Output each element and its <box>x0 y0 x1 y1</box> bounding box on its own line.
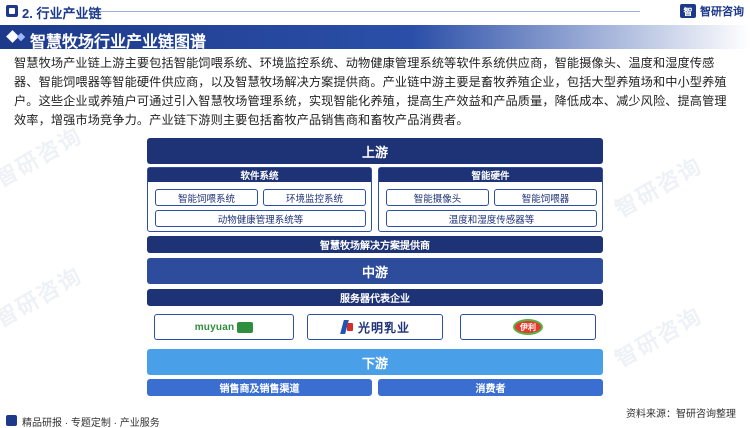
reps-bar: 服务器代表企业 <box>147 289 603 306</box>
footer-logo-icon <box>6 415 17 426</box>
top-bar: 2. 行业产业链 智 智研咨询 <box>0 0 750 22</box>
midstream-bar: 中游 <box>147 258 603 284</box>
consumers-label: 消费者 <box>475 384 506 395</box>
software-panel-head: 软件系统 <box>148 168 371 182</box>
guangming-mark-icon <box>340 320 354 334</box>
title-band: 智慧牧场行业产业链图谱 <box>0 25 750 51</box>
sellers-label: 销售商及销售渠道 <box>219 384 300 395</box>
downstream-bar: 下游 <box>147 349 603 375</box>
muyuan-mark-icon <box>237 321 254 333</box>
company-logos: muyuan 光明乳业 伊利 <box>147 307 603 347</box>
brand-name: 智研咨询 <box>700 6 744 18</box>
upstream-bar: 上游 <box>147 138 603 164</box>
watermark: 智研咨询 <box>610 152 707 223</box>
section-title: 2. 行业产业链 <box>22 6 102 21</box>
software-item: 动物健康管理系统等 <box>155 210 366 227</box>
diamond-icon <box>16 32 26 42</box>
hardware-item: 智能摄像头 <box>386 189 489 206</box>
hardware-item: 温度和湿度传感器等 <box>386 210 597 227</box>
reps-label: 服务器代表企业 <box>340 294 410 305</box>
brand: 智 智研咨询 <box>680 2 744 20</box>
muyuan-logo: muyuan <box>154 314 294 340</box>
yili-logo: 伊利 <box>460 314 596 340</box>
hardware-item: 智能饲喂器 <box>494 189 597 206</box>
section-icon <box>6 5 18 17</box>
footer-tagline: 精品研报 · 专题定制 · 产业服务 <box>22 418 160 428</box>
guangming-logo-text: 光明乳业 <box>357 320 410 335</box>
yili-logo-text: 伊利 <box>513 319 543 335</box>
solutions-bar: 智慧牧场解决方案提供商 <box>147 236 603 253</box>
guangming-logo: 光明乳业 <box>307 314 443 340</box>
consumers-box: 消费者 <box>378 379 603 396</box>
brand-logo-icon: 智 <box>680 4 696 18</box>
solutions-label: 智慧牧场解决方案提供商 <box>320 241 430 252</box>
software-item: 环境监控系统 <box>263 189 366 206</box>
midstream-label: 中游 <box>361 264 388 280</box>
upstream-label: 上游 <box>361 144 388 160</box>
software-item: 智能饲喂系统 <box>155 189 258 206</box>
intro-paragraph: 智慧牧场产业链上游主要包括智能饲喂系统、环境监控系统、动物健康管理系统等软件系统… <box>14 56 727 127</box>
source-note: 资料来源：智研咨询整理 <box>626 409 736 420</box>
watermark: 智研咨询 <box>610 302 707 373</box>
top-divider <box>100 11 640 12</box>
footer: 精品研报 · 专题定制 · 产业服务 资料来源：智研咨询整理 <box>0 409 750 428</box>
watermark: 智研咨询 <box>0 262 87 333</box>
page-title: 智慧牧场行业产业链图谱 <box>30 34 207 51</box>
downstream-label: 下游 <box>361 355 388 371</box>
sellers-box: 销售商及销售渠道 <box>147 379 372 396</box>
muyuan-logo-text: muyuan <box>194 321 235 333</box>
hardware-panel-head: 智能硬件 <box>379 168 602 182</box>
